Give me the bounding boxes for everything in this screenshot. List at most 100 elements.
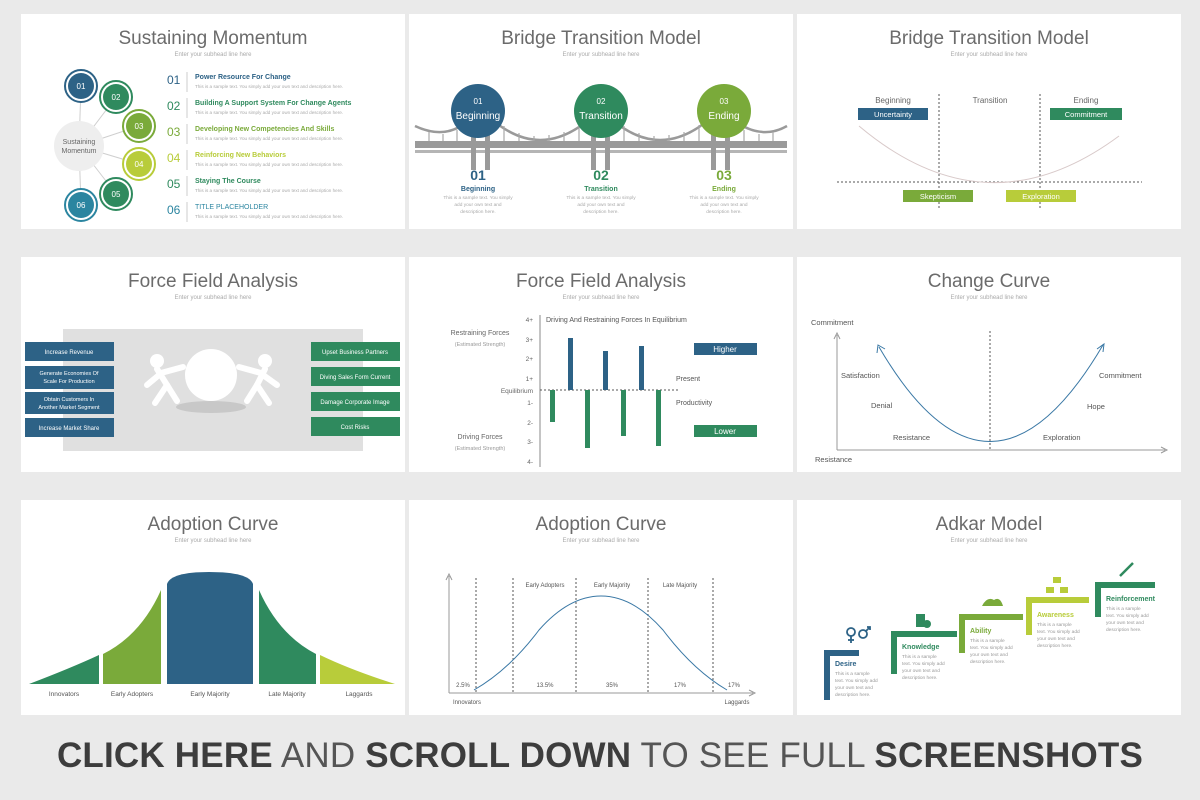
lower-badge: Lower xyxy=(694,425,757,437)
restraining-box-1: Upset Business Partners xyxy=(311,342,400,361)
restraining-sub: (Estimated Strength) xyxy=(455,342,506,348)
slide-subtitle: Enter your subhead line here xyxy=(174,295,252,301)
x-label-innovators: Innovators xyxy=(453,700,481,706)
svg-text:01: 01 xyxy=(470,167,486,183)
svg-text:03: 03 xyxy=(720,97,729,106)
slide-change-curve[interactable]: Change Curve Enter your subhead line her… xyxy=(797,257,1181,472)
percent-early-adopters: 13.5% xyxy=(536,683,554,689)
svg-text:04: 04 xyxy=(167,151,181,165)
slide-subtitle: Enter your subhead line here xyxy=(562,52,640,58)
bridge-curve-diagram: Beginning Transition Ending Uncertainty … xyxy=(837,94,1142,209)
box-commitment: Commitment xyxy=(1050,108,1122,120)
svg-text:description here.: description here. xyxy=(970,659,1005,665)
svg-text:Diving Sales Form Current: Diving Sales Form Current xyxy=(320,375,391,381)
svg-text:06: 06 xyxy=(77,201,86,210)
svg-text:Uncertainty: Uncertainty xyxy=(874,110,912,119)
svg-text:This is a sample text. You sim: This is a sample text. You simply add yo… xyxy=(195,136,343,141)
svg-text:This is a sample text. You sim: This is a sample text. You simply xyxy=(689,195,759,201)
force-field-illustration: Increase Revenue Generate Economies OfSc… xyxy=(25,329,400,451)
svg-text:text. You simply add: text. You simply add xyxy=(1106,613,1149,619)
label-commitment: Commitment xyxy=(1099,371,1142,380)
slide-sustaining-momentum[interactable]: Sustaining Momentum Enter your subhead l… xyxy=(21,14,405,229)
y-axis-ticks: 4+ 3+ 2+ 1+ Equilibrium 1- 2- 3- 4- xyxy=(501,317,533,466)
phase-ending: Ending xyxy=(1074,96,1099,105)
svg-text:Beginning: Beginning xyxy=(456,111,500,122)
svg-text:05: 05 xyxy=(167,177,181,191)
svg-text:your own text and: your own text and xyxy=(835,685,873,691)
svg-text:description here.: description here. xyxy=(1106,627,1141,633)
svg-text:Obtain Customers In: Obtain Customers In xyxy=(44,397,94,403)
svg-text:Transition: Transition xyxy=(579,111,623,122)
svg-text:your own text and: your own text and xyxy=(1037,636,1075,642)
svg-text:4-: 4- xyxy=(527,459,533,466)
svg-text:03: 03 xyxy=(135,122,144,131)
svg-text:Another Market Segment: Another Market Segment xyxy=(38,405,100,411)
restraining-box-3: Damage Corporate Image xyxy=(311,392,400,411)
slide-bridge-transition-1[interactable]: Bridge Transition Model Enter your subhe… xyxy=(409,14,793,229)
box-exploration: Exploration xyxy=(1006,190,1076,202)
svg-text:02: 02 xyxy=(593,167,609,183)
slide-subtitle: Enter your subhead line here xyxy=(174,538,252,544)
label-late-majority: Late Majority xyxy=(268,691,306,698)
svg-text:description here.: description here. xyxy=(835,692,870,698)
label-hope: Hope xyxy=(1087,402,1105,411)
gender-icon xyxy=(846,626,871,643)
cta-scroll-down: SCROLL DOWN xyxy=(365,736,632,775)
phase-beginning: Beginning xyxy=(875,96,911,105)
svg-text:Upset Business Partners: Upset Business Partners xyxy=(322,350,388,356)
segment-early-majority xyxy=(167,572,253,684)
slide-adoption-curve-1[interactable]: Adoption Curve Enter your subhead line h… xyxy=(21,500,405,715)
slide-adkar-model[interactable]: Adkar Model Enter your subhead line here… xyxy=(797,500,1181,715)
node-03: 03 xyxy=(122,109,156,143)
label-innovators: Innovators xyxy=(49,691,80,698)
svg-text:text. You simply add: text. You simply add xyxy=(1037,629,1080,635)
cta-click-here[interactable]: CLICK HERE xyxy=(56,736,273,775)
label-denial: Denial xyxy=(871,401,893,410)
svg-text:Desire: Desire xyxy=(835,661,857,668)
svg-text:This is a sample: This is a sample xyxy=(970,638,1005,644)
slide-force-field-2[interactable]: Force Field Analysis Enter your subhead … xyxy=(409,257,793,472)
driving-bars xyxy=(550,390,661,448)
svg-text:1-: 1- xyxy=(527,400,533,407)
svg-text:This is a sample text. You sim: This is a sample text. You simply add yo… xyxy=(195,162,343,167)
hierarchy-icon xyxy=(1046,577,1068,593)
slide-title: Force Field Analysis xyxy=(127,271,298,292)
x-label-laggards: Laggards xyxy=(724,700,749,706)
svg-text:Increase Market Share: Increase Market Share xyxy=(39,426,100,432)
restraining-box-4: Cost Risks xyxy=(311,417,400,436)
center-label-2: Momentum xyxy=(61,148,96,155)
svg-text:06: 06 xyxy=(167,203,181,217)
wand-icon xyxy=(1119,562,1134,577)
svg-text:description here.: description here. xyxy=(460,209,495,215)
slide-subtitle: Enter your subhead line here xyxy=(950,538,1028,544)
svg-text:Lower: Lower xyxy=(714,427,736,436)
svg-text:Damage Corporate Image: Damage Corporate Image xyxy=(320,400,390,406)
svg-text:This is a sample: This is a sample xyxy=(902,654,937,660)
label-early-adopters: Early Adopters xyxy=(111,691,154,698)
slide-adoption-curve-2[interactable]: Adoption Curve Enter your subhead line h… xyxy=(409,500,793,715)
svg-text:your own text and: your own text and xyxy=(902,668,940,674)
label-late-majority: Late Majority xyxy=(663,583,697,589)
svg-text:03: 03 xyxy=(716,167,732,183)
slide-title: Bridge Transition Model xyxy=(501,28,701,49)
cta-banner[interactable]: CLICK HERE AND SCROLL DOWN TO SEE FULL S… xyxy=(56,736,1144,775)
slide-force-field-1[interactable]: Force Field Analysis Enter your subhead … xyxy=(21,257,405,472)
svg-text:Transition: Transition xyxy=(584,186,617,193)
svg-text:1+: 1+ xyxy=(526,376,534,383)
svg-text:This is a sample: This is a sample xyxy=(1106,606,1141,612)
driving-label: Driving Forces xyxy=(457,434,503,441)
slide-bridge-transition-2[interactable]: Bridge Transition Model Enter your subhe… xyxy=(797,14,1181,229)
hands-icon xyxy=(982,598,1003,606)
svg-text:your own text and: your own text and xyxy=(1106,620,1144,626)
svg-text:Generate Economies Of: Generate Economies Of xyxy=(39,371,98,377)
node-04: 04 xyxy=(122,147,156,181)
svg-text:Exploration: Exploration xyxy=(1022,192,1060,201)
node-01: 01 xyxy=(64,69,98,103)
